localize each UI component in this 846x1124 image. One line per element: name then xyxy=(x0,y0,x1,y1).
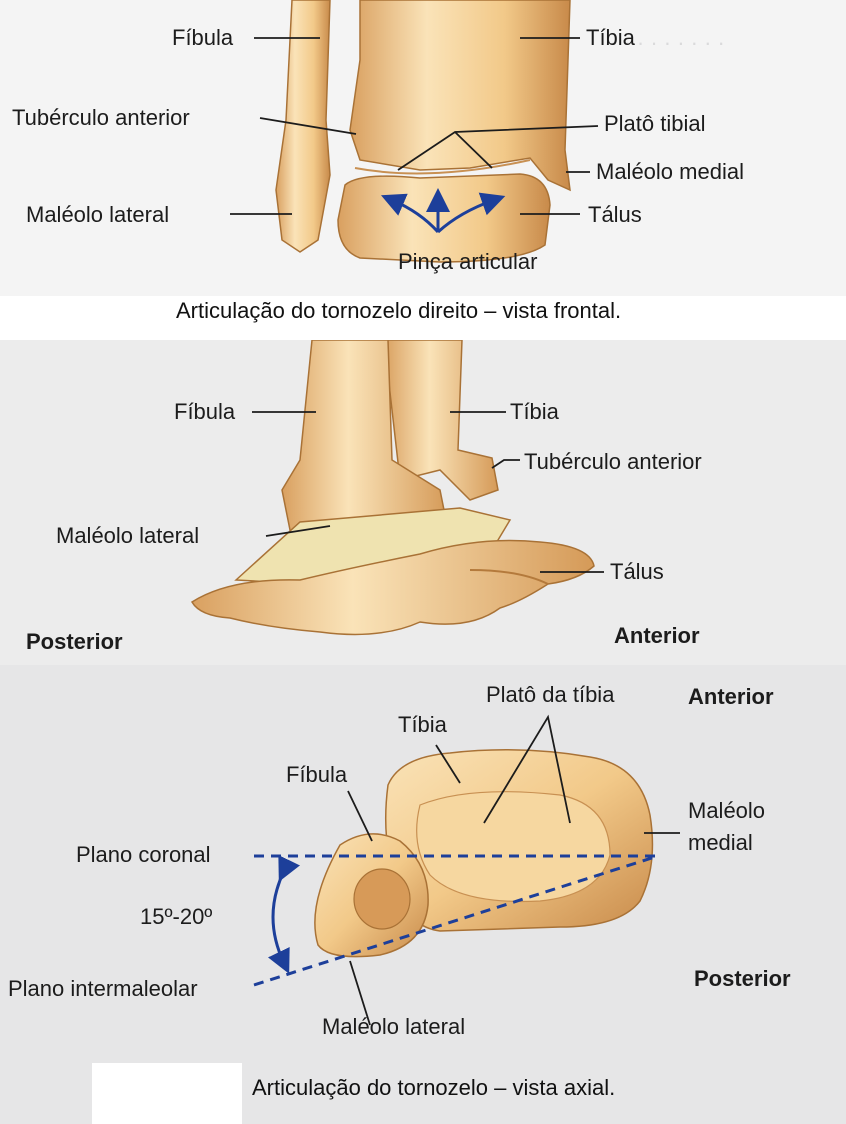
label-maleolo-medial-axial-line2: medial xyxy=(688,831,753,854)
angle-arrow xyxy=(273,871,284,963)
label-fibula-lateral: Fíbula xyxy=(174,400,235,423)
caption-background-axial-left xyxy=(92,1063,242,1124)
label-plato-tibial: Platô tibial xyxy=(604,112,706,135)
label-tibia-axial: Tíbia xyxy=(398,713,447,736)
label-fibula-frontal: Fíbula xyxy=(172,26,233,49)
label-posterior-lateral: Posterior xyxy=(26,630,123,653)
label-tibia-lateral: Tíbia xyxy=(510,400,559,423)
label-angle: 15º-20º xyxy=(140,905,212,928)
lateral-view-illustration xyxy=(0,340,846,665)
label-tuberculo-anterior-frontal: Tubérculo anterior xyxy=(12,106,190,129)
label-maleolo-lateral-axial: Maléolo lateral xyxy=(322,1015,465,1038)
label-plano-coronal: Plano coronal xyxy=(76,843,211,866)
label-pinca-articular: Pinça articular xyxy=(398,250,537,273)
label-talus-lateral: Tálus xyxy=(610,560,664,583)
axial-view-panel: Platô da tíbia Anterior Tíbia Fíbula Mal… xyxy=(0,665,846,1124)
label-maleolo-medial-frontal: Maléolo medial xyxy=(596,160,744,183)
label-maleolo-medial-axial-line1: Maléolo xyxy=(688,799,765,822)
label-plano-intermaleolar: Plano intermaleolar xyxy=(8,977,198,1000)
caption-axial: Articulação do tornozelo – vista axial. xyxy=(252,1075,615,1101)
label-anterior-lateral: Anterior xyxy=(614,624,700,647)
label-anterior-axial: Anterior xyxy=(688,685,774,708)
tibia-bone xyxy=(350,0,570,190)
label-maleolo-lateral-frontal: Maléolo lateral xyxy=(26,203,169,226)
caption-frontal: Articulação do tornozelo direito – vista… xyxy=(176,298,621,324)
label-tibia-frontal: Tíbia xyxy=(586,26,635,49)
label-tuberculo-anterior-lateral: Tubérculo anterior xyxy=(524,450,702,473)
frontal-view-panel: · · · · · · · · · xyxy=(0,0,846,340)
label-fibula-axial: Fíbula xyxy=(286,763,347,786)
label-maleolo-lateral-lateral: Maléolo lateral xyxy=(56,524,199,547)
lateral-view-panel: Fíbula Tíbia Tubérculo anterior Maléolo … xyxy=(0,340,846,665)
label-posterior-axial: Posterior xyxy=(694,967,791,990)
label-talus-frontal: Tálus xyxy=(588,203,642,226)
label-plato-da-tibia: Platô da tíbia xyxy=(486,683,614,706)
